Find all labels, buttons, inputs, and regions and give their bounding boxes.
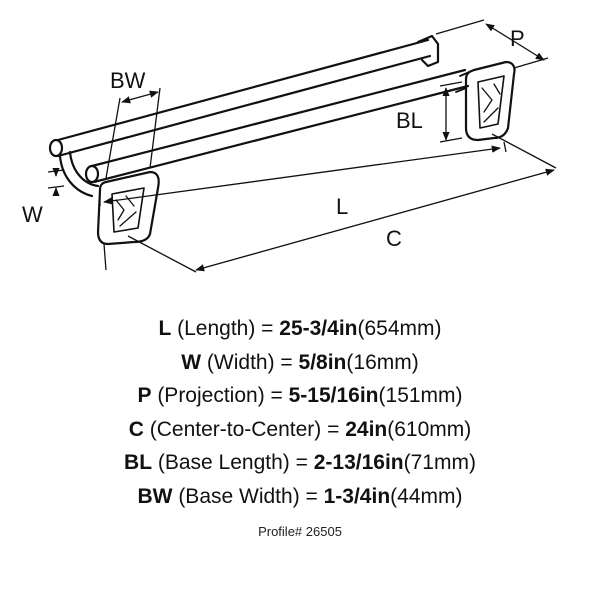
spec-desc: (Base Width) = xyxy=(172,484,324,508)
spec-metric: (610mm) xyxy=(387,417,472,441)
spec-metric: (654mm) xyxy=(357,317,442,340)
spec-key: BW xyxy=(137,484,173,508)
label-p: P xyxy=(510,26,525,51)
spec-value: 24in xyxy=(345,417,388,441)
towel-bar-diagram: BW P BL W L C xyxy=(22,19,557,273)
label-bl: BL xyxy=(396,108,423,133)
spec-metric: (44mm) xyxy=(390,484,463,508)
spec-row-length: L (Length) = 25-3/4in(654mm) xyxy=(0,312,600,346)
specification-list: L (Length) = 25-3/4in(654mm) W (Width) =… xyxy=(0,312,600,513)
spec-desc: (Projection) = xyxy=(151,384,289,407)
spec-metric: (16mm) xyxy=(346,350,419,374)
spec-desc: (Center-to-Center) = xyxy=(143,417,346,441)
spec-desc: (Base Length) = xyxy=(152,451,314,474)
spec-key: C xyxy=(128,417,144,441)
spec-metric: (71mm) xyxy=(403,451,476,474)
profile-number: Profile# 26505 xyxy=(258,524,342,539)
spec-value: 25-3/4in xyxy=(279,317,358,340)
spec-value: 5/8in xyxy=(298,350,347,374)
spec-key: P xyxy=(137,384,152,407)
spec-desc: (Width) = xyxy=(201,350,299,374)
spec-row-width: W (Width) = 5/8in(16mm) xyxy=(0,346,600,380)
spec-value: 1-3/4in xyxy=(323,484,391,508)
label-w: W xyxy=(22,202,43,227)
spec-value: 5-15/16in xyxy=(288,384,379,407)
dimension-lines xyxy=(47,19,557,273)
spec-row-base-length: BL (Base Length) = 2-13/16in(71mm) xyxy=(0,446,600,480)
dimension-labels: BW P BL W L C xyxy=(22,26,525,251)
spec-row-base-width: BW (Base Width) = 1-3/4in(44mm) xyxy=(0,480,600,514)
spec-key: L xyxy=(158,317,172,340)
spec-key: BL xyxy=(124,451,153,474)
spec-row-center-to-center: C (Center-to-Center) = 24in(610mm) xyxy=(0,413,600,447)
label-c: C xyxy=(386,226,402,251)
label-bw: BW xyxy=(110,68,146,93)
label-l: L xyxy=(336,194,348,219)
spec-metric: (151mm) xyxy=(378,384,463,407)
spec-value: 2-13/16in xyxy=(313,451,404,474)
spec-key: W xyxy=(181,350,202,374)
spec-row-projection: P (Projection) = 5-15/16in(151mm) xyxy=(0,379,600,413)
spec-desc: (Length) = xyxy=(171,317,280,340)
